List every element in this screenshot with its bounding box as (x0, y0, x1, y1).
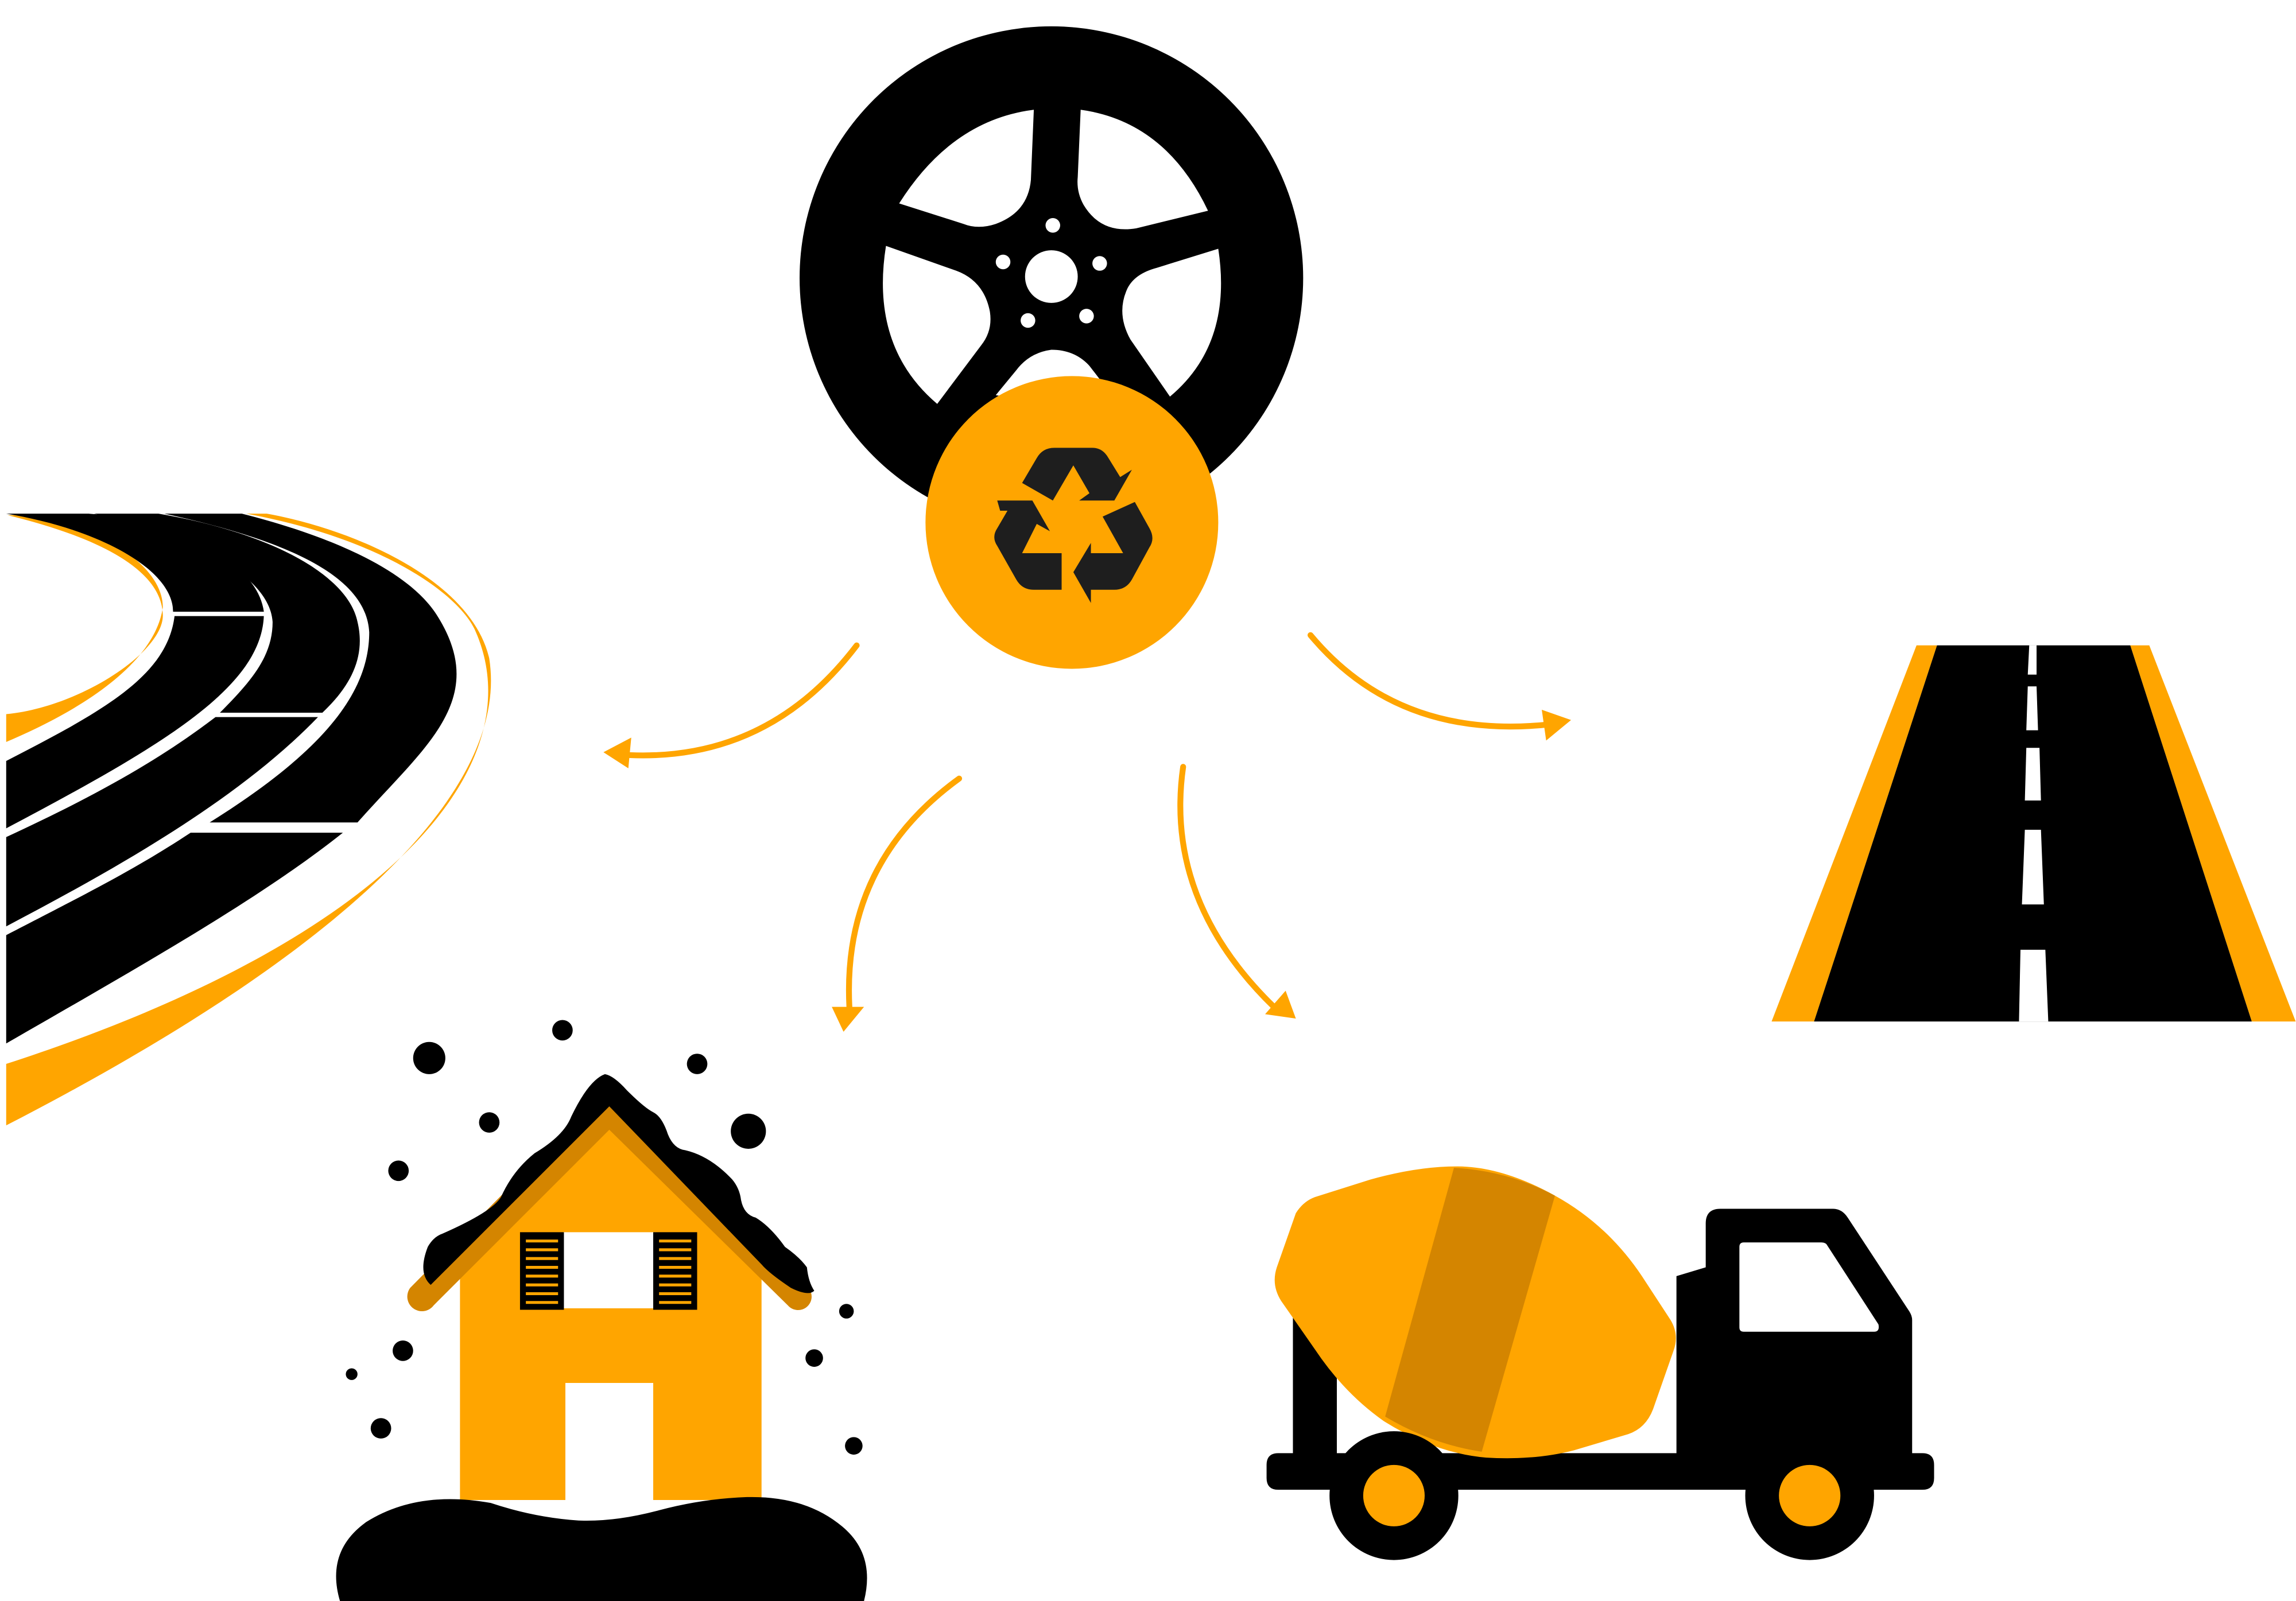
house-door (565, 1383, 654, 1518)
recycle-badge (925, 376, 1219, 669)
house-wall (460, 1126, 762, 1501)
concrete-mixer-truck-icon (1266, 1166, 1934, 1560)
arrow-to-road (1307, 632, 1572, 741)
track-lane-4 (6, 616, 264, 829)
arrow-to-track (603, 642, 860, 768)
lug-holes (995, 217, 1107, 328)
asphalt-road-icon (1771, 645, 2296, 1022)
track-accent-band-inner (6, 515, 163, 742)
track-accent-band-outer (6, 514, 491, 1126)
window-shutter-left (519, 1232, 564, 1310)
truck-wheel-rear (1329, 1431, 1459, 1560)
snow-dots (346, 1020, 863, 1455)
road-shoulder-right (2130, 645, 2296, 1022)
recycle-icon (994, 448, 1153, 603)
arrow-to-truck (1177, 764, 1296, 1019)
track-lane-2 (94, 514, 360, 713)
track-lane-1b (6, 514, 264, 612)
tire-wheel-icon (800, 26, 1304, 530)
curved-track-icon (6, 514, 491, 1126)
road-center-line (2019, 645, 2049, 1022)
tire-rim-opening (883, 110, 1221, 404)
arrow-to-house (832, 775, 963, 1032)
track-lane-3 (164, 514, 457, 823)
hub-center (1025, 250, 1078, 303)
cab-window (1739, 1242, 1879, 1332)
ground-mound (336, 1497, 867, 1601)
roof-snow-cap (423, 1074, 815, 1293)
house-window-opening (562, 1232, 657, 1308)
truck-wheel-front (1745, 1431, 1874, 1560)
track-lane-5 (6, 717, 318, 927)
flow-arrows (603, 632, 1572, 1032)
mixer-drum-band (1385, 1168, 1555, 1452)
track-lane-6 (6, 833, 343, 1044)
house-insulation-icon (336, 1020, 867, 1601)
window-shutter-right (653, 1232, 697, 1310)
roof-trim (407, 1086, 812, 1312)
road-shoulder-left (1771, 645, 1937, 1022)
truck-cab (1676, 1208, 1913, 1464)
